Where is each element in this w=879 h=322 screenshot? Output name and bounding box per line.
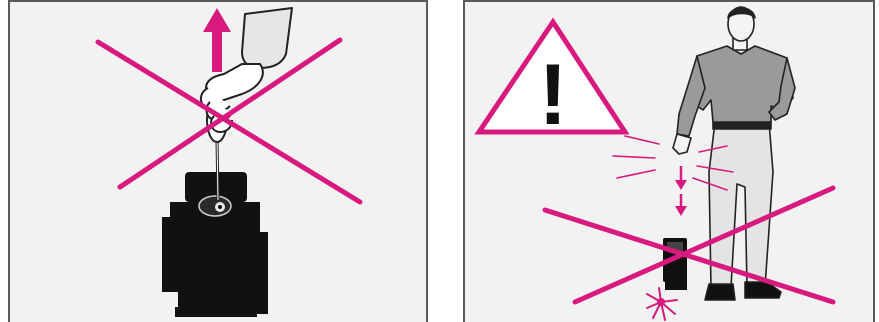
panel-left-illustration	[10, 2, 426, 322]
panel-left	[8, 0, 428, 322]
panel-right-illustration: !	[465, 2, 873, 322]
panel-right: !	[463, 0, 875, 322]
warning-triangle-icon: !	[479, 22, 625, 143]
warning-exclamation: !	[539, 47, 568, 143]
arrow-down-icon	[675, 166, 687, 216]
impact-burst-icon	[647, 288, 677, 320]
pump-device	[162, 172, 268, 317]
arrow-up-icon	[203, 8, 231, 72]
prohibition-cross-icon	[545, 188, 833, 302]
